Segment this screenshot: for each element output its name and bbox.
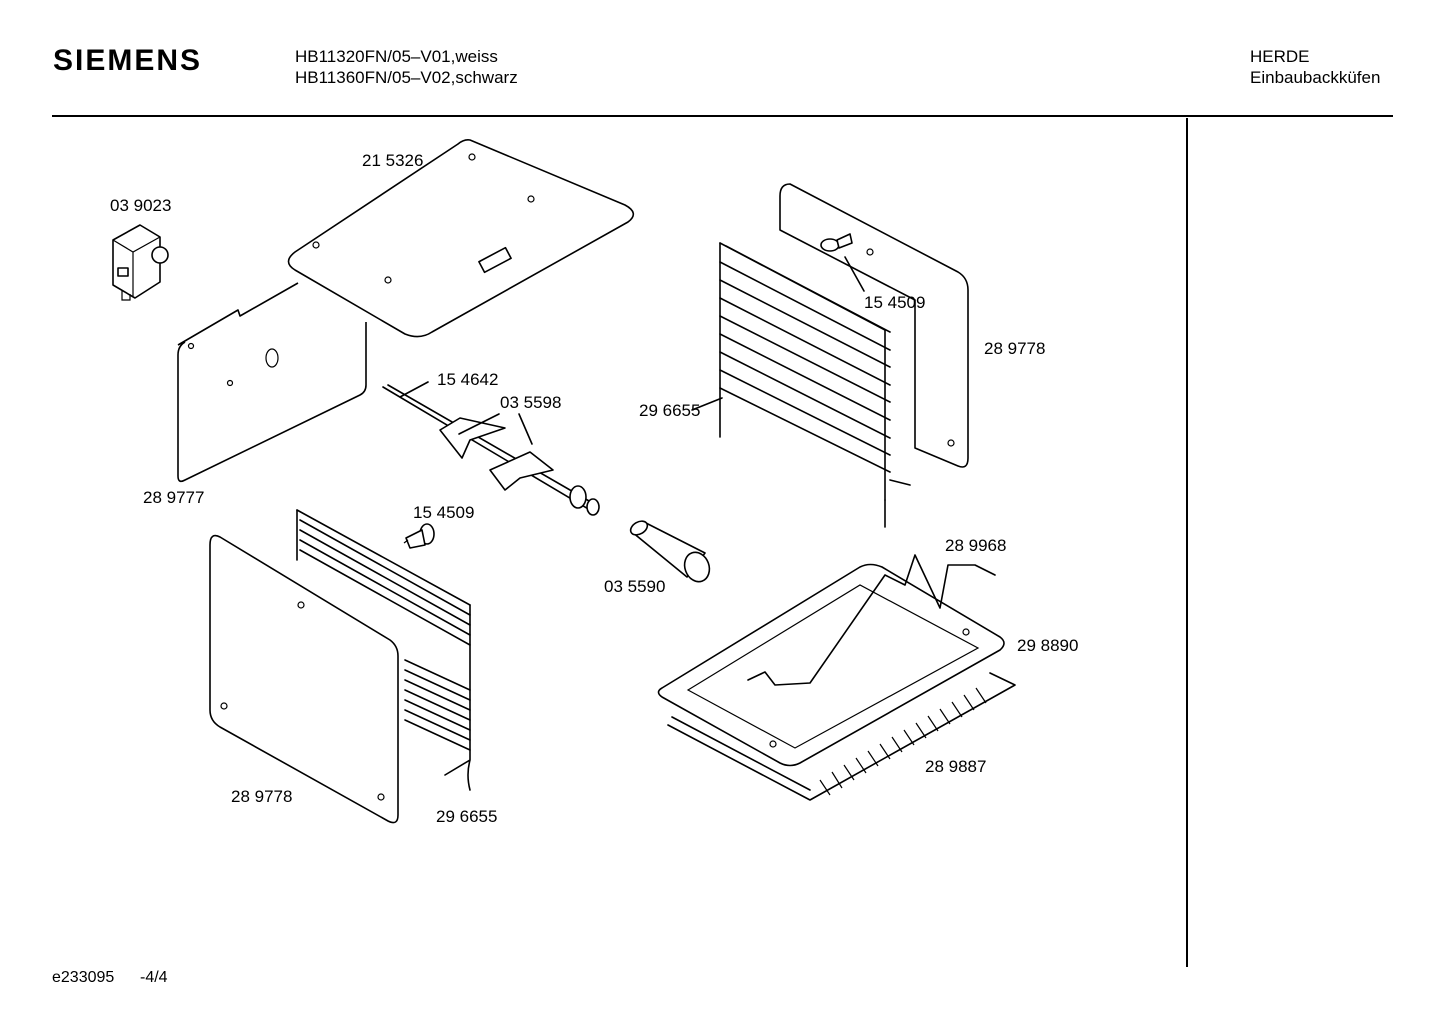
baking-tray	[657, 563, 1005, 767]
category-block: HERDE Einbaubackküfen	[1250, 46, 1380, 88]
model-line: HB11320FN/05–V01,weiss	[295, 47, 498, 66]
model-line: HB11360FN/05–V02,schwarz	[295, 68, 518, 87]
shelf-guide-right	[691, 183, 969, 528]
part-label: 28 9778	[984, 339, 1045, 358]
drawing-id: e233095	[52, 969, 115, 986]
side-divider	[1186, 118, 1188, 967]
category-line: HERDE	[1250, 47, 1310, 66]
part-label: 15 4509	[413, 503, 474, 522]
wire-rack	[667, 672, 1016, 801]
shelf-guide-left	[296, 509, 471, 791]
side-panel-left	[177, 282, 367, 483]
category-line: Einbaubackküfen	[1250, 68, 1381, 87]
part-label: 28 9887	[925, 757, 986, 776]
part-label: 03 9023	[110, 196, 171, 215]
rotisserie-spit	[382, 381, 600, 516]
brand-logo: SIEMENS	[53, 44, 203, 77]
spit-sleeve	[629, 520, 711, 583]
side-panel-left-lower	[209, 534, 399, 824]
part-label: 15 4642	[437, 370, 498, 389]
part-label: 28 9778	[231, 787, 292, 806]
part-label: 29 8890	[1017, 636, 1078, 655]
part-label: 03 5590	[604, 577, 665, 596]
part-label: 03 5598	[500, 393, 561, 412]
part-label: 29 6655	[639, 401, 700, 420]
header-divider	[52, 115, 1393, 117]
part-label: 28 9968	[945, 536, 1006, 555]
part-label: 15 4509	[864, 293, 925, 312]
part-label: 29 6655	[436, 807, 497, 826]
thermostat-part	[112, 224, 169, 301]
part-label: 21 5326	[362, 151, 423, 170]
page-number: -4/4	[140, 969, 168, 986]
part-label: 28 9777	[143, 488, 204, 507]
model-list: HB11320FN/05–V01,weiss HB11360FN/05–V02,…	[295, 46, 518, 88]
mounting-stud	[403, 523, 435, 549]
top-cover-plate	[287, 139, 635, 338]
tray-handle	[747, 554, 996, 686]
